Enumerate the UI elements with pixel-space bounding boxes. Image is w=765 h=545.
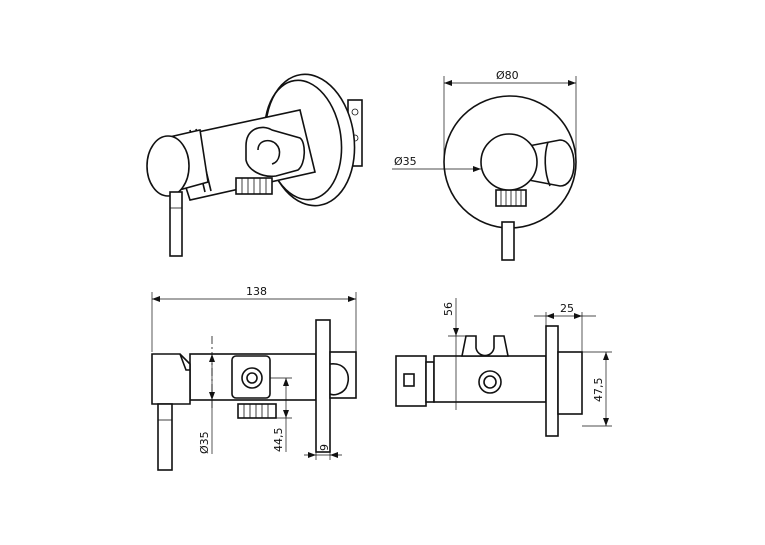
iso-handset-holder xyxy=(245,126,306,178)
dim-44-5-label: 44,5 xyxy=(272,428,285,453)
dim-35-front-label: Ø35 xyxy=(394,155,417,168)
side-wall-plate xyxy=(315,319,331,453)
dim-138: 138 xyxy=(151,285,357,352)
dim-44-5: 44,5 xyxy=(270,377,292,453)
dim-35-side-label: Ø35 xyxy=(198,431,211,454)
top-body xyxy=(433,355,547,403)
dim-56-label: 56 xyxy=(442,302,455,316)
side-knob xyxy=(151,353,191,405)
dim-138-label: 138 xyxy=(246,285,267,298)
side-outlet xyxy=(231,355,271,399)
dim-47-5: 47,5 xyxy=(582,351,612,427)
side-thread xyxy=(237,403,277,419)
dim-47-5-label: 47,5 xyxy=(592,378,605,403)
dim-9: 9 xyxy=(304,444,342,460)
top-bracket xyxy=(557,351,583,415)
side-lever xyxy=(157,403,173,471)
dim-56: 56 xyxy=(442,298,466,410)
top-holder xyxy=(461,335,509,357)
top-knob xyxy=(395,355,435,407)
dim-35-side: Ø35 xyxy=(198,354,215,454)
iso-lever xyxy=(169,191,183,257)
front-hose-outlet xyxy=(495,189,527,207)
front-lever xyxy=(501,221,515,261)
top-outlet xyxy=(478,370,502,394)
front-view: Ø80 Ø35 xyxy=(392,69,577,261)
dim-9-label: 9 xyxy=(318,444,331,451)
top-wall-plate xyxy=(545,325,559,437)
isometric-view xyxy=(146,73,363,257)
iso-knob xyxy=(146,129,209,197)
top-view: 56 25 47,5 xyxy=(395,298,612,437)
iso-hose-outlet xyxy=(235,177,273,195)
side-view: 138 Ø35 44,5 9 xyxy=(151,285,357,471)
dim-25: 25 xyxy=(534,302,596,352)
dim-80: Ø80 xyxy=(443,69,577,162)
front-knob xyxy=(480,133,538,191)
dim-80-label: Ø80 xyxy=(496,69,519,82)
dim-25-label: 25 xyxy=(560,302,574,315)
dim-35-front: Ø35 xyxy=(392,155,481,172)
